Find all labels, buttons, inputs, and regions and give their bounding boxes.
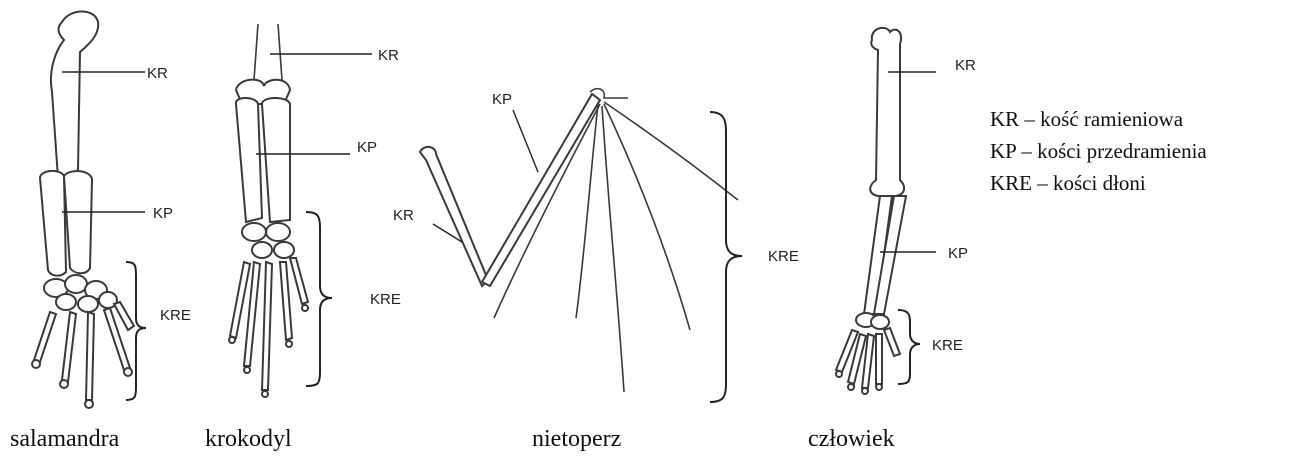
crocodile-limb [229, 24, 372, 397]
human-hand [836, 313, 900, 394]
crocodile-hand [229, 223, 308, 397]
caption-czlowiek: człowiek [808, 426, 895, 452]
bat-kre-label: KRE [768, 248, 799, 265]
human-kp-label: KP [948, 245, 968, 262]
human-arm [836, 28, 936, 394]
salamander-limb [32, 12, 146, 409]
caption-salamandra: salamandra [10, 426, 120, 452]
legend-item-kp: KP – kości przedramienia [990, 139, 1207, 163]
legend-item-kr: KR – kość ramieniowa [990, 107, 1184, 131]
crocodile-radius [262, 98, 290, 222]
bat-fingers [494, 102, 738, 392]
salamander-forearm [40, 171, 66, 276]
legend: KR – kość ramieniowa KP – kości przedram… [990, 107, 1207, 195]
bat-wing [420, 89, 742, 402]
crocodile-kp-label: KP [357, 139, 377, 156]
bat-kr-label: KR [393, 207, 414, 224]
caption-nietoperz: nietoperz [532, 426, 621, 452]
bat-kp-label: KP [492, 91, 512, 108]
salamander-kr-label: KR [147, 65, 168, 82]
salamander-hand [32, 275, 134, 408]
human-humerus [870, 28, 904, 196]
crocodile-kre-label: KRE [370, 291, 401, 308]
salamander-kp-label: KP [153, 205, 173, 222]
salamander-kre-label: KRE [160, 307, 191, 324]
human-kre-label: KRE [932, 337, 963, 354]
human-kr-label: KR [955, 57, 976, 74]
bat-humerus [420, 147, 488, 286]
legend-item-kre: KRE – kości dłoni [990, 171, 1146, 195]
caption-krokodyl: krokodyl [205, 426, 292, 452]
crocodile-ulna [236, 98, 262, 222]
salamander-humerus [51, 12, 98, 181]
crocodile-kr-label: KR [378, 47, 399, 64]
